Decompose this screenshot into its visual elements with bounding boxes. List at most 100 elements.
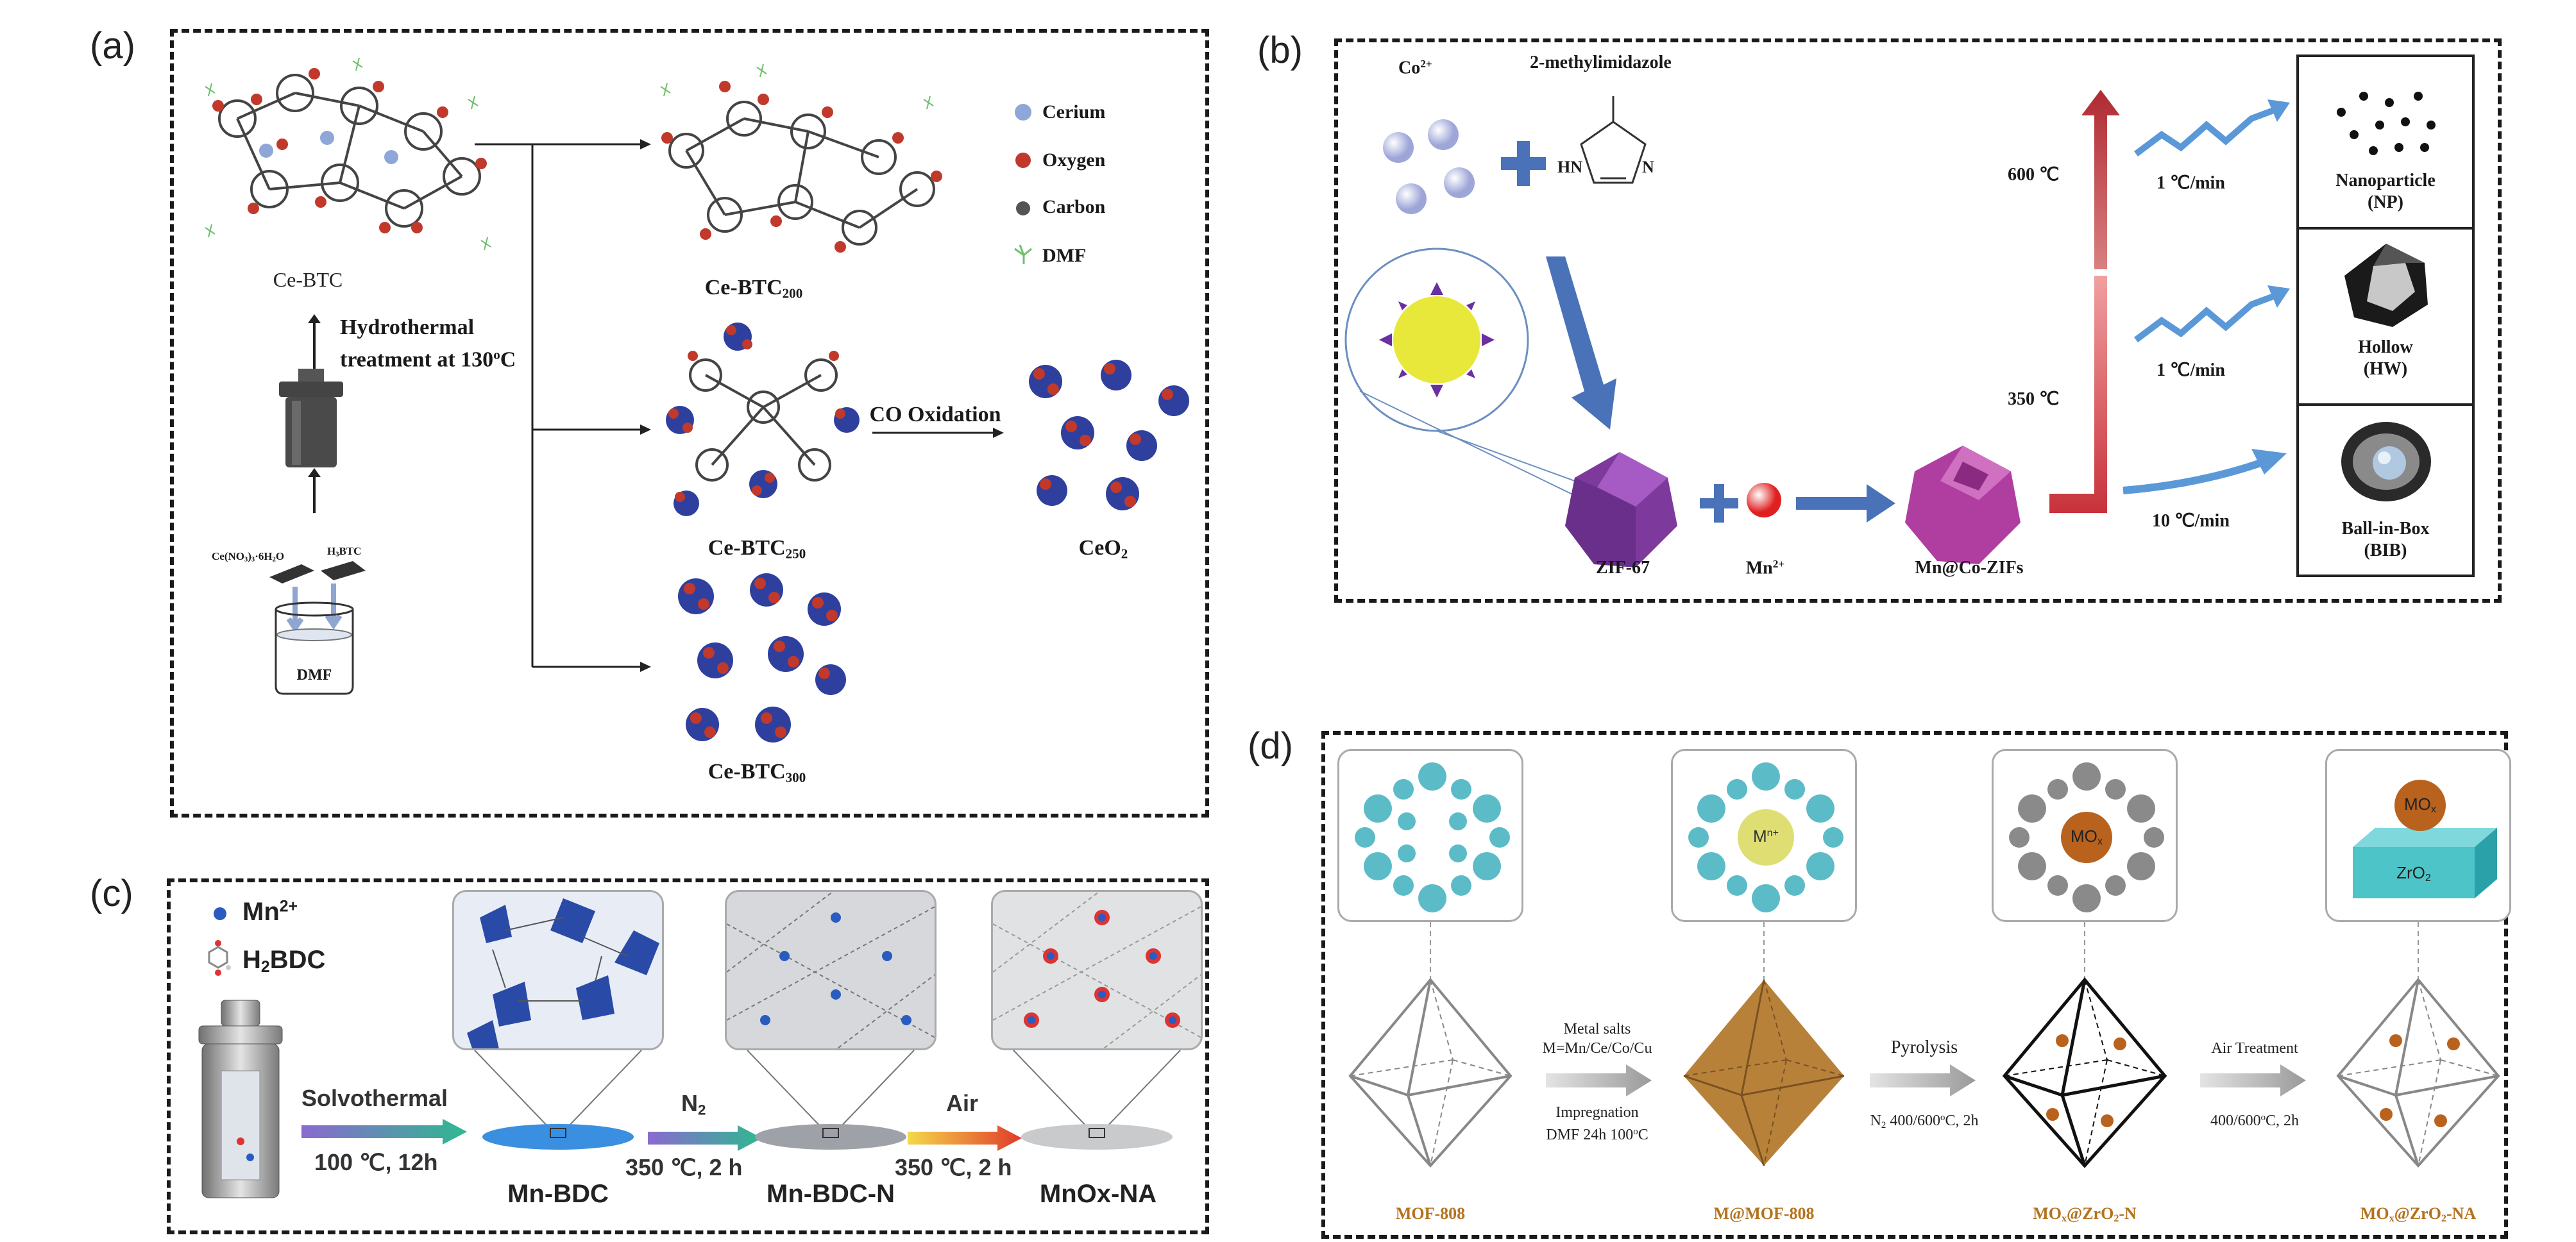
temp-350: 350 ℃ (2008, 389, 2060, 409)
results-box (2296, 55, 2475, 577)
air-label-c: Air (946, 1090, 979, 1116)
ce-btc-structure (205, 57, 491, 251)
mox-zro2-n-label: MOx@ZrO2-N (2033, 1204, 2137, 1225)
m-mof808-inset: Mn+ (1671, 749, 1857, 922)
arrow-up-a2 (308, 468, 321, 513)
result-hw: Hollow(HW) (2358, 337, 2413, 379)
branch-lines (475, 139, 651, 672)
co-ion-label: Co2+ (1398, 58, 1432, 78)
arrow-up-a1 (308, 314, 321, 372)
mox-label-2: MOx (2404, 794, 2436, 816)
ce-btc200-structure (660, 63, 942, 253)
hollow-image (2344, 244, 2428, 327)
n2-label: N2 (681, 1090, 706, 1118)
solvothermal-label: Solvothermal (301, 1085, 448, 1111)
cerium-icon (1015, 104, 1031, 121)
mn-bdc-n-label: Mn-BDC-N (767, 1180, 895, 1208)
panel-c-frame (167, 878, 1209, 1234)
n-label: N (1642, 158, 1654, 176)
red-arrow-350 (2049, 276, 2107, 513)
panel-a-frame (170, 29, 1209, 818)
mn-co-zif-crystal (1905, 446, 2021, 564)
co-spheres (1383, 119, 1475, 214)
m-mof808-label: M@MOF-808 (1713, 1204, 1815, 1223)
mn-sphere (1747, 483, 1781, 517)
solvothermal-cond: 100 ℃, 12h (314, 1149, 438, 1175)
mnox-na-inset (991, 890, 1203, 1050)
mof808-label: MOF-808 (1395, 1204, 1466, 1223)
mox-zro2-na-label: MOx@ZrO2-NA (2360, 1204, 2477, 1225)
mn-ion-label: Mn2+ (1745, 558, 1785, 578)
panel-a-label: (a) (90, 25, 135, 67)
mn-legend-label: Mn2+ (242, 898, 298, 926)
dmf-label: DMF (296, 667, 332, 684)
co-oxidation-arrow (872, 428, 1004, 438)
zif67-label: ZIF-67 (1596, 558, 1650, 578)
disc-mnox-na (1013, 1050, 1181, 1150)
octahedron-mof808 (1348, 922, 1513, 1168)
mn-legend-dot (214, 907, 226, 920)
step2-text-bottom: N2 400/600oC, 2h (1870, 1112, 1979, 1130)
mox-label-1: MOx (2071, 827, 2103, 848)
beaker-icon (269, 561, 366, 695)
rate-1: 1 ℃/min (2157, 173, 2225, 193)
panel-c-label: (c) (90, 873, 133, 914)
octahedron-mox-na (2336, 922, 2500, 1168)
mn-plus-label: Mn+ (1752, 827, 1779, 846)
result-np: Nanoparticle(NP) (2335, 171, 2436, 212)
zigzag-arrow-2 (2134, 285, 2290, 342)
step3-text-bottom: 400/600oC, 2h (2210, 1112, 2300, 1130)
mox-zro2-n-inset: MOx (1992, 749, 2178, 922)
carbon-icon (1016, 201, 1030, 215)
reagent-ce-nitrate: Ce(NO3)3·6H2O (212, 550, 285, 564)
mnox-na-label: MnOx-NA (1039, 1180, 1157, 1208)
legend-carbon: Carbon (1042, 196, 1106, 217)
plus-icon-b1 (1501, 141, 1546, 186)
panel-d-frame (1321, 731, 2508, 1239)
arrow-diagonal-b (1546, 256, 1616, 430)
rate-3: 10 ℃/min (2152, 511, 2230, 531)
result-bib: Ball-in-Box(BIB) (2341, 519, 2430, 560)
mn-bdc-n-inset (725, 890, 936, 1050)
legend-cerium: Cerium (1042, 101, 1106, 122)
panel-d-label: (d) (1248, 725, 1293, 767)
air-cond: 350 ℃, 2 h (895, 1154, 1012, 1180)
disc-mn-bdc-n (747, 1050, 915, 1150)
step1-arrow-d (1546, 1064, 1652, 1096)
mn-co-zif-label: Mn@Co-ZIFs (1915, 558, 2024, 578)
step3-text-top: Air Treatment (2211, 1040, 2298, 1057)
octahedron-mox-n (2002, 922, 2167, 1168)
ceo2-label: CeO2 (1078, 536, 1128, 562)
zro2-label: ZrO2 (2396, 863, 2431, 884)
n2-cond: 350 ℃, 2 h (625, 1154, 743, 1180)
rate-2: 1 ℃/min (2157, 360, 2225, 380)
hn-label: HN (1557, 158, 1582, 176)
legend-dmf: DMF (1042, 245, 1087, 266)
disc-mn-bdc (474, 1050, 642, 1150)
red-arrow-600 (2081, 90, 2120, 269)
temp-600: 600 ℃ (2008, 165, 2060, 185)
nanoparticle-image (2337, 92, 2436, 155)
zigzag-arrow-1 (2134, 99, 2290, 156)
ce-btc250-label: Ce-BTC250 (708, 536, 806, 562)
arrow-right-b (1796, 484, 1895, 523)
ce-btc250-structure (666, 323, 860, 516)
mn-bdc-inset (452, 890, 664, 1050)
ball-in-box-image (2341, 422, 2431, 501)
ligand-label: 2-methylimidazole (1530, 53, 1672, 72)
imidazole-ring (1580, 96, 1647, 184)
ceo2-structure (1029, 360, 1189, 510)
step2-text-top: Pyrolysis (1890, 1037, 1958, 1057)
panel-b-frame (1334, 38, 2502, 603)
hydrothermal-step: Hydrothermal treatment at 130oC (340, 315, 516, 372)
air-arrow-c (908, 1125, 1022, 1151)
ce-btc200-label: Ce-BTC200 (704, 276, 803, 301)
autoclave-c-icon (198, 1000, 283, 1198)
curved-arrow-3 (2123, 449, 2287, 494)
octahedron-m-mof808 (1683, 922, 1845, 1166)
zif67-crystal (1565, 452, 1677, 567)
step2-arrow-d (1870, 1064, 1976, 1096)
panel-b-label: (b) (1257, 29, 1303, 71)
